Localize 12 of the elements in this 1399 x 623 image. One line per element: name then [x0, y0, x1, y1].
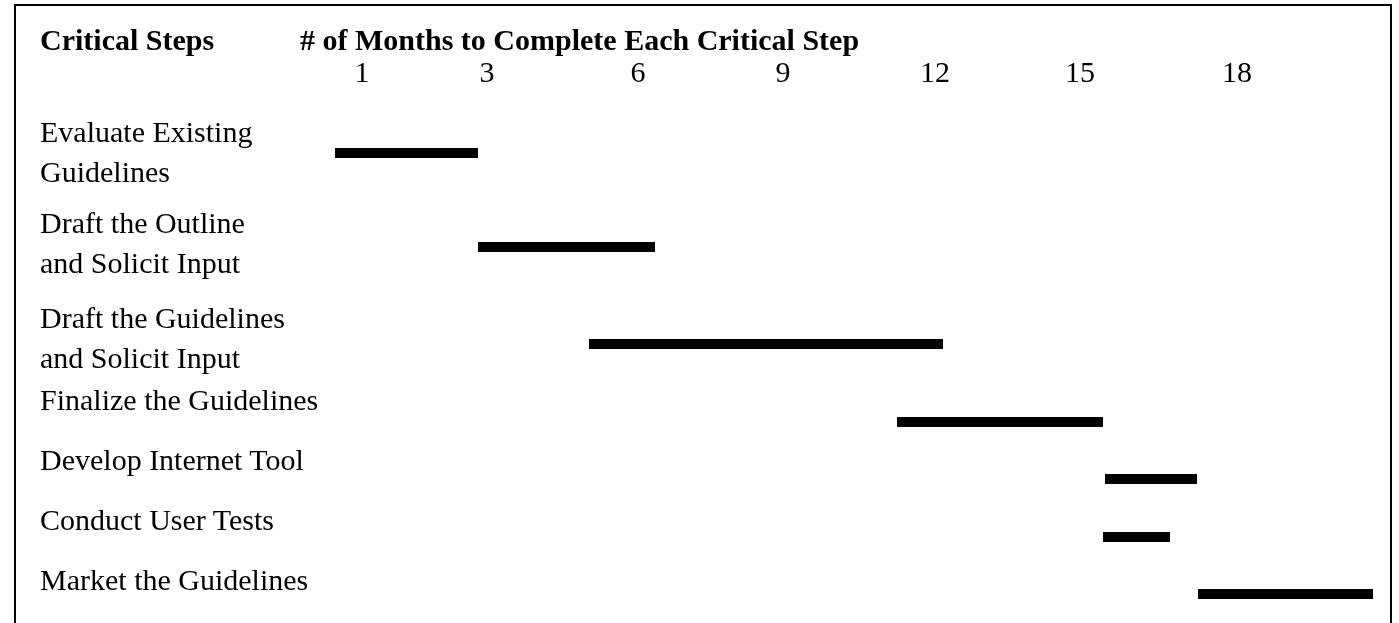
step-label: Draft the Guidelines and Solicit Input	[40, 300, 286, 376]
step-label: Finalize the Guidelines	[40, 382, 320, 418]
step-label: Evaluate Existing Guidelines	[40, 114, 254, 190]
month-tick-label: 15	[1065, 54, 1095, 90]
month-tick-label: 12	[920, 54, 950, 90]
column-header: Critical Steps	[40, 22, 215, 58]
step-label: Draft the Outline and Solicit Input	[40, 205, 246, 281]
month-tick-label: 18	[1222, 54, 1252, 90]
step-label: Conduct User Tests	[40, 502, 275, 538]
step-label: Develop Internet Tool	[40, 442, 305, 478]
month-tick-label: 3	[479, 55, 495, 90]
step-label: Market the Guidelines	[40, 562, 310, 598]
